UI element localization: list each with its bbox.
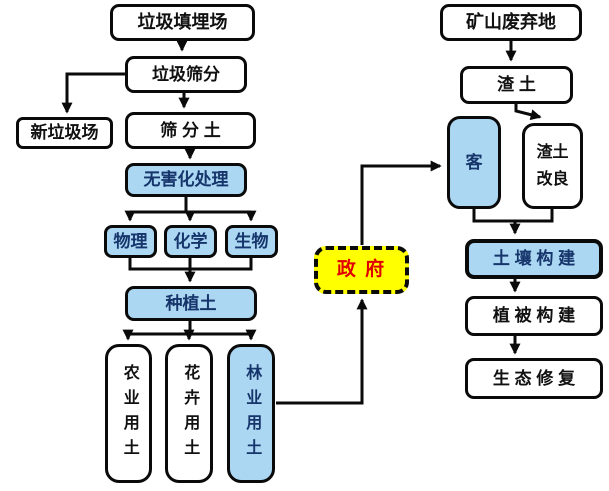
node-planting-soil: 种植土 [125,286,257,321]
node-agricultural-soil-label: 农业用土 [120,363,138,464]
node-biological: 生物 [225,225,278,258]
node-guest-soil: 客 [447,116,501,209]
connector-merge-bus [128,258,253,271]
node-muck-improvement-label: 渣土改良 [536,143,569,188]
node-physical-label: 物理 [113,231,148,251]
node-ecological-restoration-label: 生 态 修 复 [492,368,576,388]
node-garbage-screening: 垃圾筛分 [125,56,247,93]
node-mine-wasteland: 矿山废弃地 [440,4,582,41]
node-screened-soil: 筛 分 土 [125,112,256,149]
node-landfill-label: 垃圾填埋场 [137,12,228,33]
node-landfill: 垃圾填埋场 [110,4,255,41]
node-guest-soil-label: 客 [465,152,483,172]
node-screened-soil-label: 筛 分 土 [160,120,221,140]
connector-muck-improvement [514,104,542,121]
node-chemical: 化学 [164,225,217,258]
connector-right-merge-bus [472,209,554,223]
node-government-label: 政 府 [336,259,387,281]
node-forestry-soil: 林业用土 [227,344,275,483]
node-agricultural-soil: 农业用土 [105,344,152,483]
node-planting-soil-label: 种植土 [165,293,217,313]
connector-screening-newlandfill [61,72,125,114]
node-mine-wasteland-label: 矿山废弃地 [466,12,556,33]
node-harmless-treatment: 无害化处理 [125,163,247,197]
node-muck-soil: 渣 土 [460,66,573,104]
node-forestry-soil-label: 林业用土 [243,363,261,464]
node-muck-soil-label: 渣 土 [497,75,536,95]
connector-forestry-government [276,298,368,405]
node-new-landfill: 新垃圾场 [16,117,113,149]
node-ecological-restoration: 生 态 修 复 [465,358,603,399]
node-vegetation-construction: 植 被 构 建 [465,296,603,336]
node-flower-soil-label: 花卉用土 [181,363,199,464]
node-new-landfill-label: 新垃圾场 [30,123,99,143]
node-soil-construction: 土 壤 构 建 [465,239,603,279]
node-chemical-label: 化学 [173,231,208,251]
connector-government-guestsoil [360,160,442,245]
node-biological-label: 生物 [234,231,269,251]
node-government: 政 府 [314,246,409,294]
node-muck-improvement: 渣土改良 [522,123,583,209]
node-physical: 物理 [104,225,157,258]
node-flower-soil: 花卉用土 [165,344,213,483]
node-vegetation-construction-label: 植 被 构 建 [492,306,576,326]
node-soil-construction-label: 土 壤 构 建 [492,249,576,269]
node-garbage-screening-label: 垃圾筛分 [152,64,220,84]
node-harmless-treatment-label: 无害化处理 [143,170,229,190]
